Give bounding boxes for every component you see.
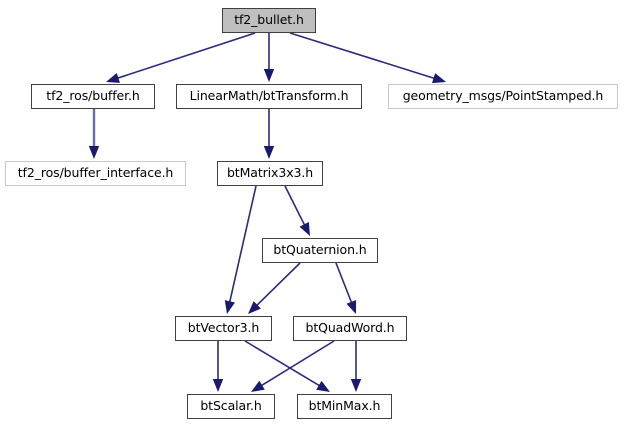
graph-node-label: LinearMath/btTransform.h: [189, 88, 349, 104]
graph-edge-line: [289, 32, 436, 80]
graph-edge-arrowhead: [212, 379, 224, 392]
graph-edge-arrowhead: [263, 69, 275, 82]
graph-edge-arrowhead: [224, 300, 235, 314]
graph-edge-arrowhead: [263, 146, 275, 159]
graph-node-label: btQuaternion.h: [273, 242, 367, 258]
graph-node-btvector3[interactable]: btVector3.h: [175, 316, 272, 341]
graph-node-btscalar[interactable]: btScalar.h: [187, 394, 275, 419]
graph-edge-line: [244, 340, 321, 388]
graph-edge-arrowhead: [299, 222, 310, 236]
graph-node-pointstamped: geometry_msgs/PointStamped.h: [388, 84, 618, 109]
graph-node-label: btMatrix3x3.h: [226, 165, 314, 181]
graph-edge-arrowhead: [346, 300, 357, 314]
graph-node-buffer[interactable]: tf2_ros/buffer.h: [31, 84, 155, 109]
graph-node-buffer_interface: tf2_ros/buffer_interface.h: [5, 161, 186, 186]
graph-node-btminmax[interactable]: btMinMax.h: [297, 394, 392, 419]
graph-edge-arrowhead: [350, 379, 362, 392]
graph-node-label: tf2_ros/buffer.h: [46, 88, 140, 104]
graph-edge-line: [255, 262, 301, 307]
graph-node-label: btVector3.h: [187, 320, 260, 336]
graph-node-label: tf2_ros/buffer_interface.h: [17, 165, 174, 181]
graph-edge-line: [284, 185, 306, 227]
graph-node-label: tf2_bullet.h: [234, 12, 304, 28]
graph-edge-arrowhead: [251, 380, 265, 392]
graph-node-btquadword[interactable]: btQuadWord.h: [293, 316, 407, 341]
graph-edge-arrowhead: [106, 73, 120, 83]
graph-edge-line: [259, 340, 335, 387]
graph-node-btquaternion[interactable]: btQuaternion.h: [262, 238, 378, 263]
graph-edge-line: [116, 32, 256, 80]
graph-edge-arrowhead: [316, 380, 330, 392]
graph-node-label: btQuadWord.h: [305, 320, 395, 336]
graph-node-btmatrix3x3[interactable]: btMatrix3x3.h: [217, 161, 323, 186]
graph-edge-arrowhead: [88, 146, 100, 159]
graph-node-label: btMinMax.h: [308, 398, 381, 414]
graph-edge-arrowhead: [432, 73, 446, 84]
graph-edge-arrowhead: [248, 301, 261, 314]
graph-node-label: geometry_msgs/PointStamped.h: [402, 88, 604, 104]
graph-edge-line: [228, 185, 257, 304]
graph-node-tf2_bullet[interactable]: tf2_bullet.h: [222, 8, 316, 33]
graph-edge-line: [335, 262, 353, 305]
graph-node-label: btScalar.h: [200, 398, 262, 414]
graph-node-bttransform[interactable]: LinearMath/btTransform.h: [176, 84, 362, 109]
